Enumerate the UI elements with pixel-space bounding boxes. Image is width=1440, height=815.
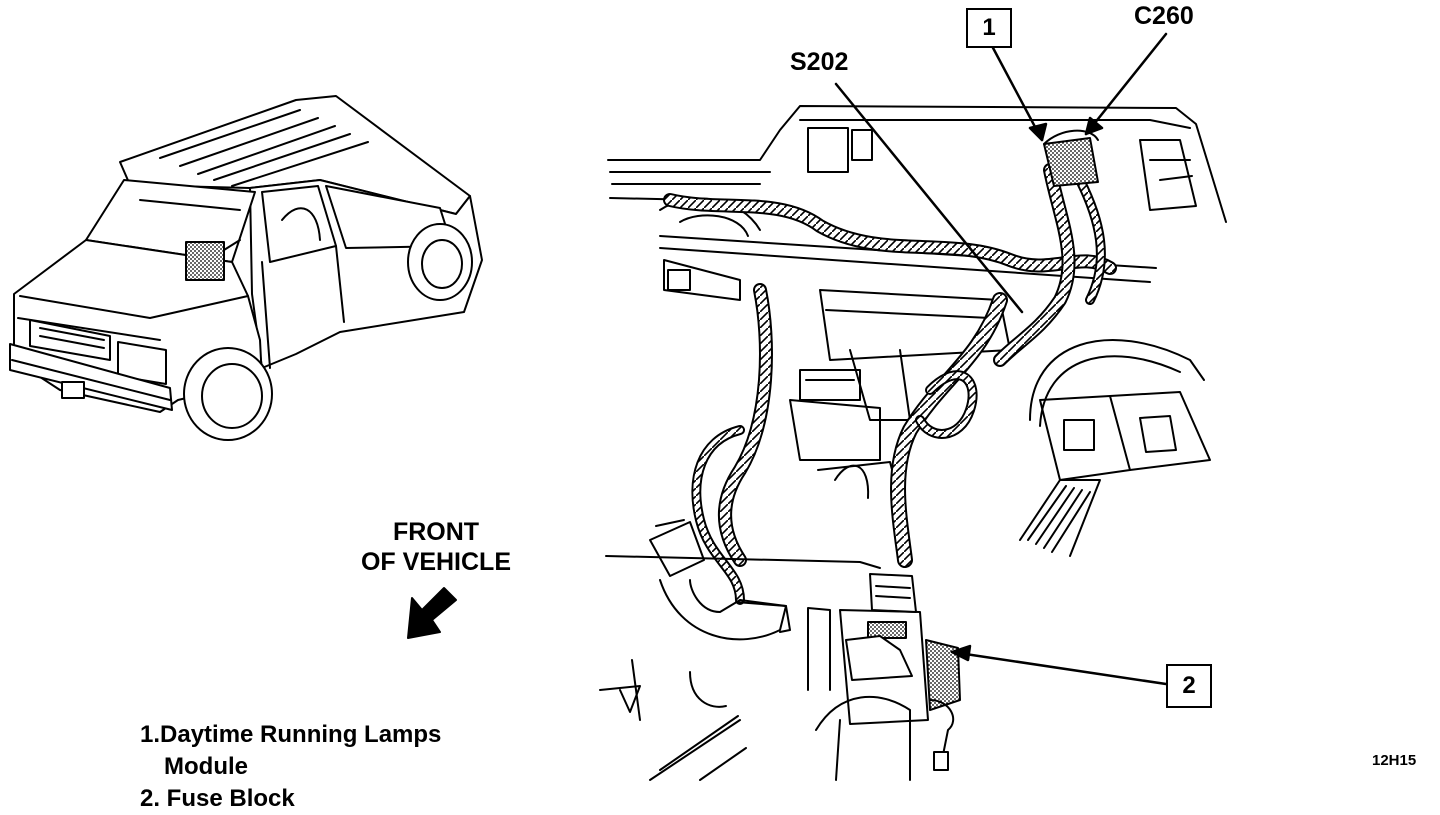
front-label-line1: FRONT [392,518,480,546]
wiring-harness [663,163,1117,605]
callout-1-number: 1 [982,14,996,41]
instrument-panel-outline [607,105,1227,557]
legend-item-1-cont: Module [164,753,248,780]
front-arrow-icon [407,587,457,639]
callout-leaders [834,32,1168,686]
s202-label: S202 [790,48,849,76]
lower-harness-parts [599,519,961,781]
section-line [605,555,881,569]
callout-2-number: 2 [1182,672,1196,699]
legend-item-1: 1.Daytime Running Lamps [140,721,442,748]
front-label-line2: OF VEHICLE [360,548,511,576]
legend: 1.Daytime Running Lamps Module 2. Fuse B… [140,719,441,815]
c260-connector [1043,129,1099,187]
figure-code: 12H15 [1372,752,1417,769]
c260-label: C260 [1134,2,1194,30]
legend-item-2: 2. Fuse Block [140,785,295,812]
front-of-vehicle-label: FRONT OF VEHICLE [348,517,524,577]
callout-1-box: 1 [966,8,1012,48]
callout-2-box: 2 [1166,664,1212,708]
van-illustration [9,95,483,441]
